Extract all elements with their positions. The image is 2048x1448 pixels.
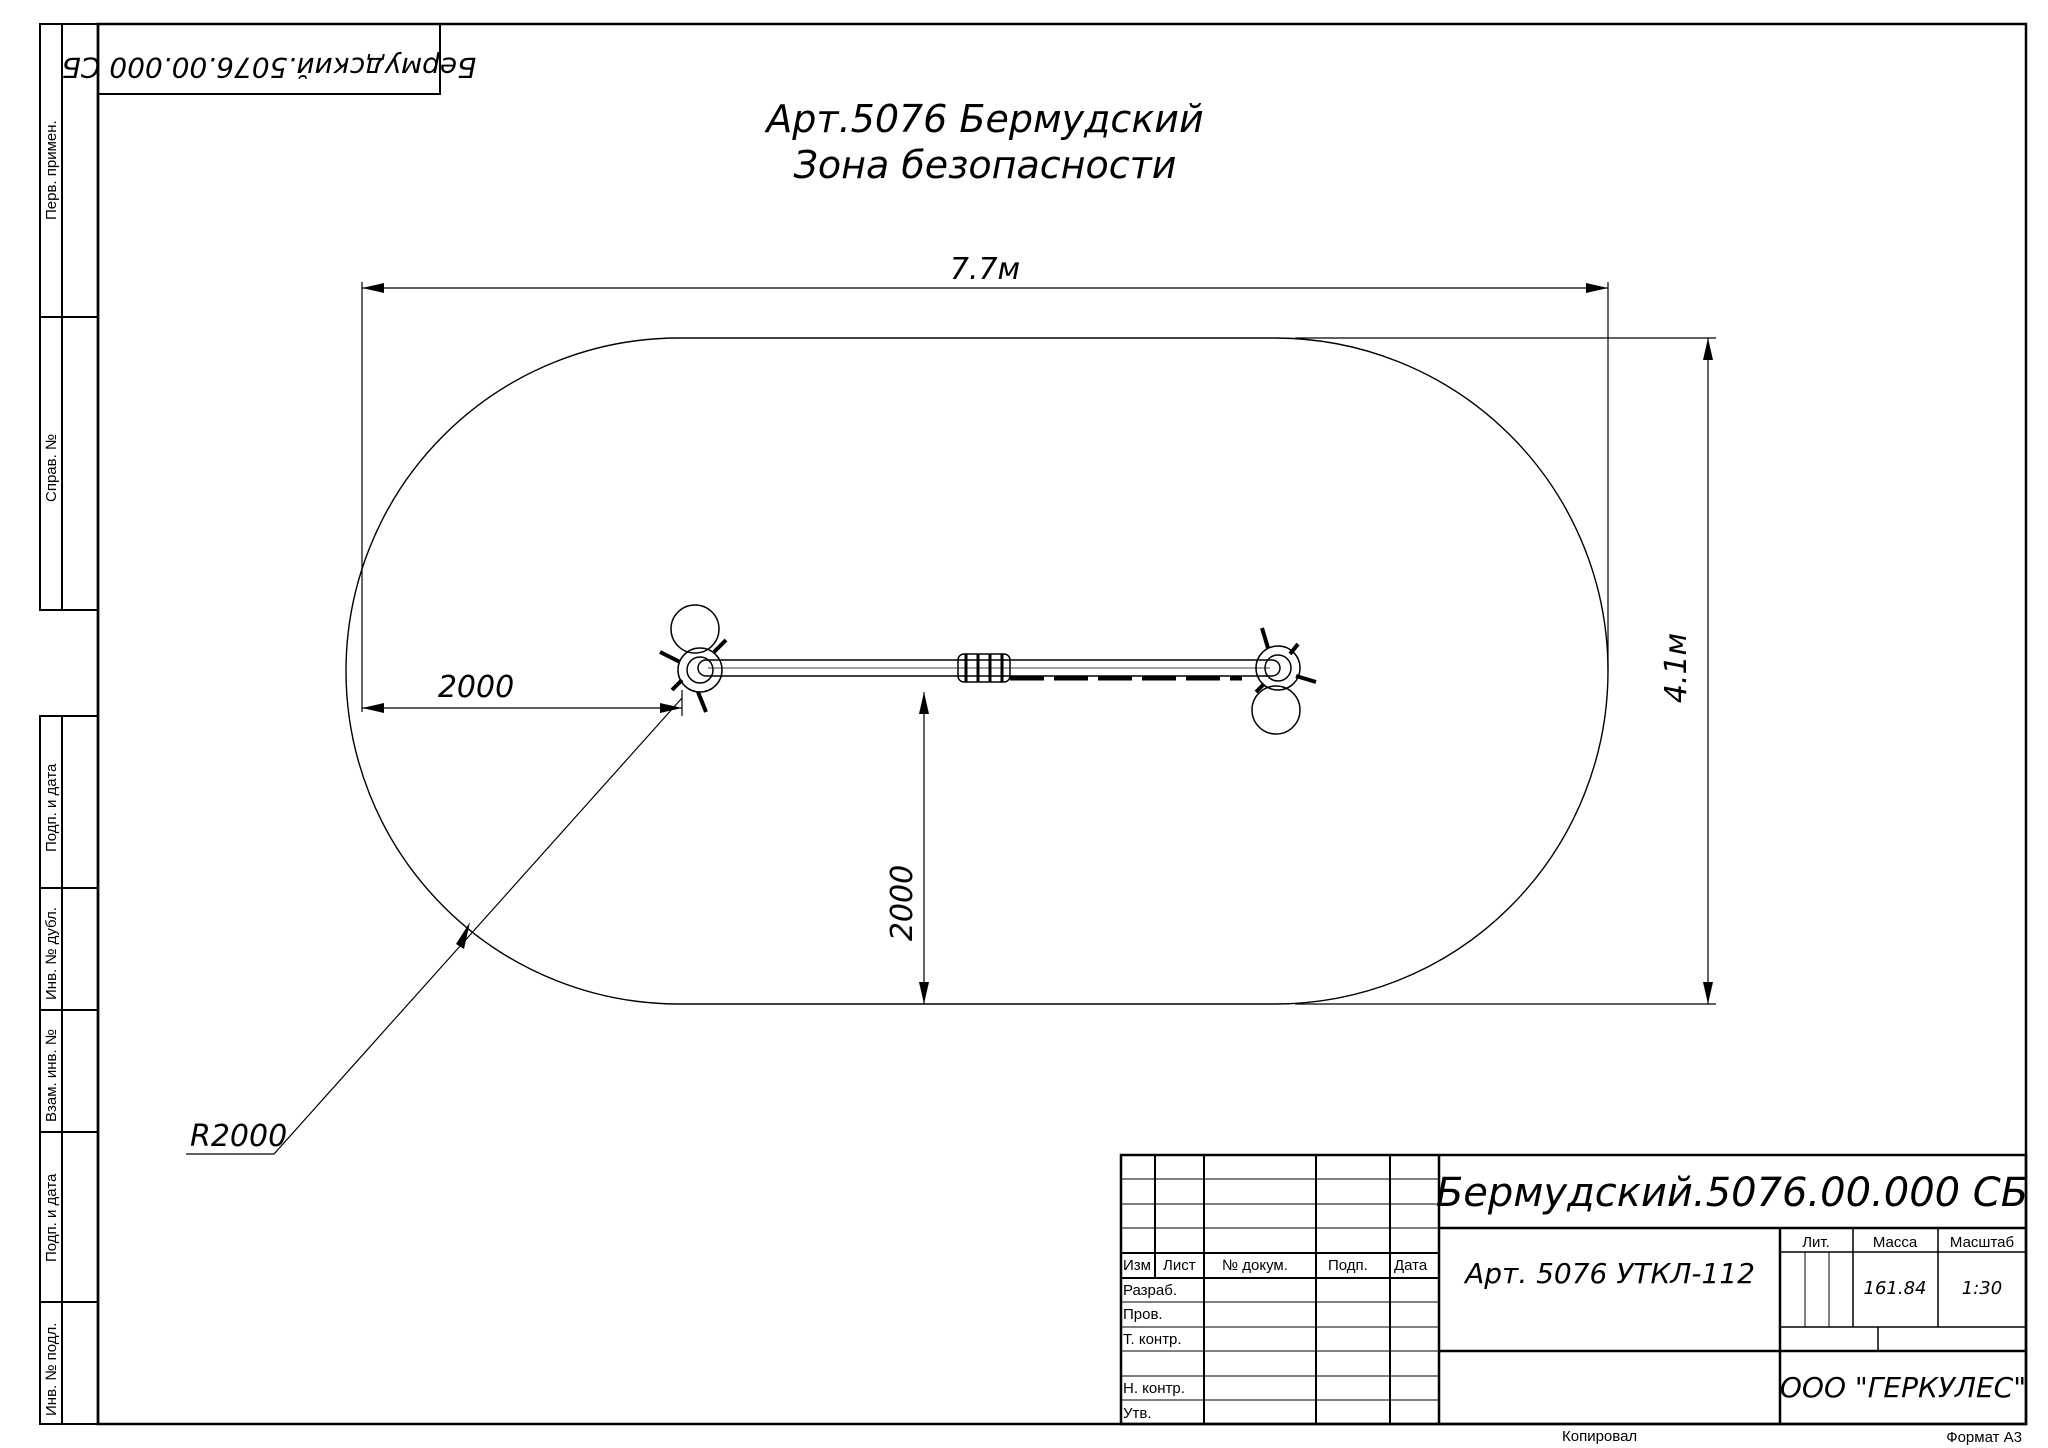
- tb-mass-value: 161.84: [1864, 1278, 1927, 1299]
- tb-header-dokum: № докум.: [1222, 1257, 1288, 1274]
- dimension-offset-left: [362, 690, 683, 716]
- tb-company: ООО "ГЕРКУЛЕС": [1780, 1371, 2026, 1404]
- drawing-title-line1: Арт.5076 Бермудский: [763, 97, 1203, 141]
- side-label-inv-dubl: Инв. № дубл.: [43, 907, 60, 1000]
- safety-zone-outline: [345, 337, 1609, 1005]
- footer-format: Формат А3: [1946, 1429, 2022, 1446]
- side-label-sprav: Справ. №: [43, 434, 60, 502]
- tb-role-utv: Утв.: [1123, 1405, 1152, 1422]
- mirrored-stamp: Бермудский.5076.00.000 СБ: [62, 23, 477, 95]
- drawing-title-line2: Зона безопасности: [794, 143, 1177, 187]
- tb-scale-value: 1:30: [1962, 1278, 2002, 1299]
- tb-role-razrab: Разраб.: [1123, 1282, 1177, 1299]
- side-label-inv-podl: Инв. № подл.: [43, 1323, 60, 1416]
- side-label-perv-primen: Перв. примен.: [43, 120, 60, 220]
- side-label-podp-data-2: Подп. и дата: [43, 1173, 60, 1262]
- side-label-vzam-inv: Взам. инв. №: [43, 1029, 60, 1122]
- dimension-width-label: 4.1м: [1659, 633, 1694, 703]
- tb-scale-label: Масштаб: [1950, 1234, 2014, 1251]
- footer-copied: Копировал: [1562, 1428, 1637, 1445]
- mirrored-stamp-text: Бермудский.5076.00.000 СБ: [62, 51, 477, 84]
- tb-mass-label: Масса: [1873, 1234, 1918, 1251]
- tb-header-podp: Подп.: [1328, 1257, 1368, 1274]
- tb-designation: Бермудский.5076.00.000 СБ: [1436, 1170, 2028, 1216]
- dimension-width: [1295, 337, 1716, 1005]
- equipment-plan: [659, 604, 1317, 735]
- tb-role-t-kontr: Т. контр.: [1123, 1331, 1182, 1348]
- side-strip: [39, 23, 99, 1425]
- seat-right: [1251, 685, 1301, 735]
- dimension-offset-bottom: [919, 692, 929, 1004]
- tb-role-n-kontr: Н. контр.: [1123, 1380, 1185, 1397]
- tb-role-prov: Пров.: [1123, 1306, 1163, 1323]
- title-block: [1119, 1153, 2028, 1426]
- seat-left: [670, 604, 720, 654]
- dimension-offset-left-label: 2000: [438, 670, 514, 705]
- side-label-podp-data-1: Подп. и дата: [43, 763, 60, 852]
- tb-header-data: Дата: [1394, 1257, 1428, 1274]
- tb-header-izm: Изм: [1123, 1257, 1151, 1274]
- tb-header-list: Лист: [1163, 1257, 1196, 1274]
- radius-label: R2000: [190, 1119, 287, 1154]
- radius-leader: [186, 697, 683, 1155]
- dimension-length-label: 7.7м: [950, 252, 1020, 287]
- dimension-offset-bottom-label: 2000: [885, 865, 920, 941]
- tb-lit-label: Лит.: [1802, 1234, 1830, 1251]
- tb-article: Арт. 5076 УТКЛ-112: [1463, 1257, 1755, 1290]
- dimension-length: [361, 282, 1609, 712]
